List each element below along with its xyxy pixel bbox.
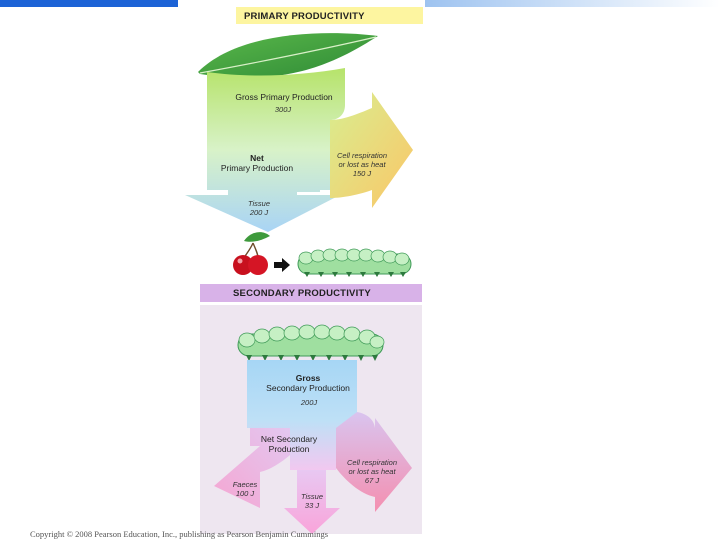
primary-respiration-value: 150 J — [352, 169, 372, 178]
cherries-illustration — [233, 232, 270, 275]
secondary-respiration-line1: Cell respiration — [346, 458, 398, 467]
primary-header: PRIMARY PRODUCTIVITY — [244, 11, 365, 22]
primary-respiration-line1: Cell respiration — [336, 151, 388, 160]
faeces-word: Faeces — [232, 480, 258, 489]
caterpillar-bottom-illustration — [237, 324, 385, 361]
arrow-right-icon — [274, 258, 290, 272]
primary-respiration-line2: or lost as heat — [338, 160, 386, 169]
primary-header-band — [236, 7, 423, 24]
primary-net-word: Net — [250, 153, 264, 163]
primary-tissue-value: 200 J — [249, 208, 269, 217]
top-accent-bar-fade — [425, 0, 720, 7]
secondary-respiration-line2: or lost as heat — [348, 467, 396, 476]
caterpillar-top-illustration — [297, 248, 412, 277]
primary-tissue-word: Tissue — [247, 199, 271, 208]
secondary-gross-sub: Secondary Production — [266, 383, 350, 393]
secondary-net-label: Net Secondary Production — [246, 434, 332, 454]
faeces-value: 100 J — [235, 489, 255, 498]
secondary-respiration-label: Cell respiration or lost as heat 67 J — [334, 458, 410, 485]
secondary-tissue-value: 33 J — [304, 501, 320, 510]
top-accent-bar — [0, 0, 720, 8]
primary-gross-arrow — [185, 68, 345, 232]
secondary-tissue-label: Tissue 33 J — [290, 492, 334, 510]
primary-tissue-label: Tissue 200 J — [236, 199, 282, 217]
primary-gross-value: 300J — [274, 105, 292, 114]
secondary-respiration-arrow — [336, 412, 412, 512]
secondary-net-line1: Net Secondary — [260, 434, 318, 444]
secondary-gross-label: Gross Secondary Production — [252, 373, 364, 393]
secondary-header-band — [200, 284, 422, 302]
secondary-gross-word: Gross — [295, 373, 321, 383]
primary-net-label: Net Primary Production — [210, 153, 304, 173]
secondary-header: SECONDARY PRODUCTIVITY — [233, 288, 371, 299]
leaf-illustration — [198, 33, 378, 78]
secondary-tissue-word: Tissue — [300, 492, 324, 501]
primary-gross-label: Gross Primary Production — [235, 92, 333, 102]
secondary-respiration-value: 67 J — [364, 476, 380, 485]
primary-net-sub: Primary Production — [220, 163, 294, 173]
secondary-gross-arrow — [247, 360, 357, 470]
copyright-notice: Copyright © 2008 Pearson Education, Inc.… — [30, 529, 329, 539]
faeces-label: Faeces 100 J — [222, 480, 268, 498]
secondary-tissue-arrow — [284, 470, 340, 534]
faeces-arrow — [214, 428, 290, 508]
secondary-net-line2: Production — [268, 444, 310, 454]
secondary-gross-value: 200J — [300, 398, 318, 407]
primary-respiration-label: Cell respiration or lost as heat 150 J — [324, 151, 400, 178]
top-accent-bar-blue — [0, 0, 178, 7]
primary-respiration-arrow — [330, 92, 413, 208]
